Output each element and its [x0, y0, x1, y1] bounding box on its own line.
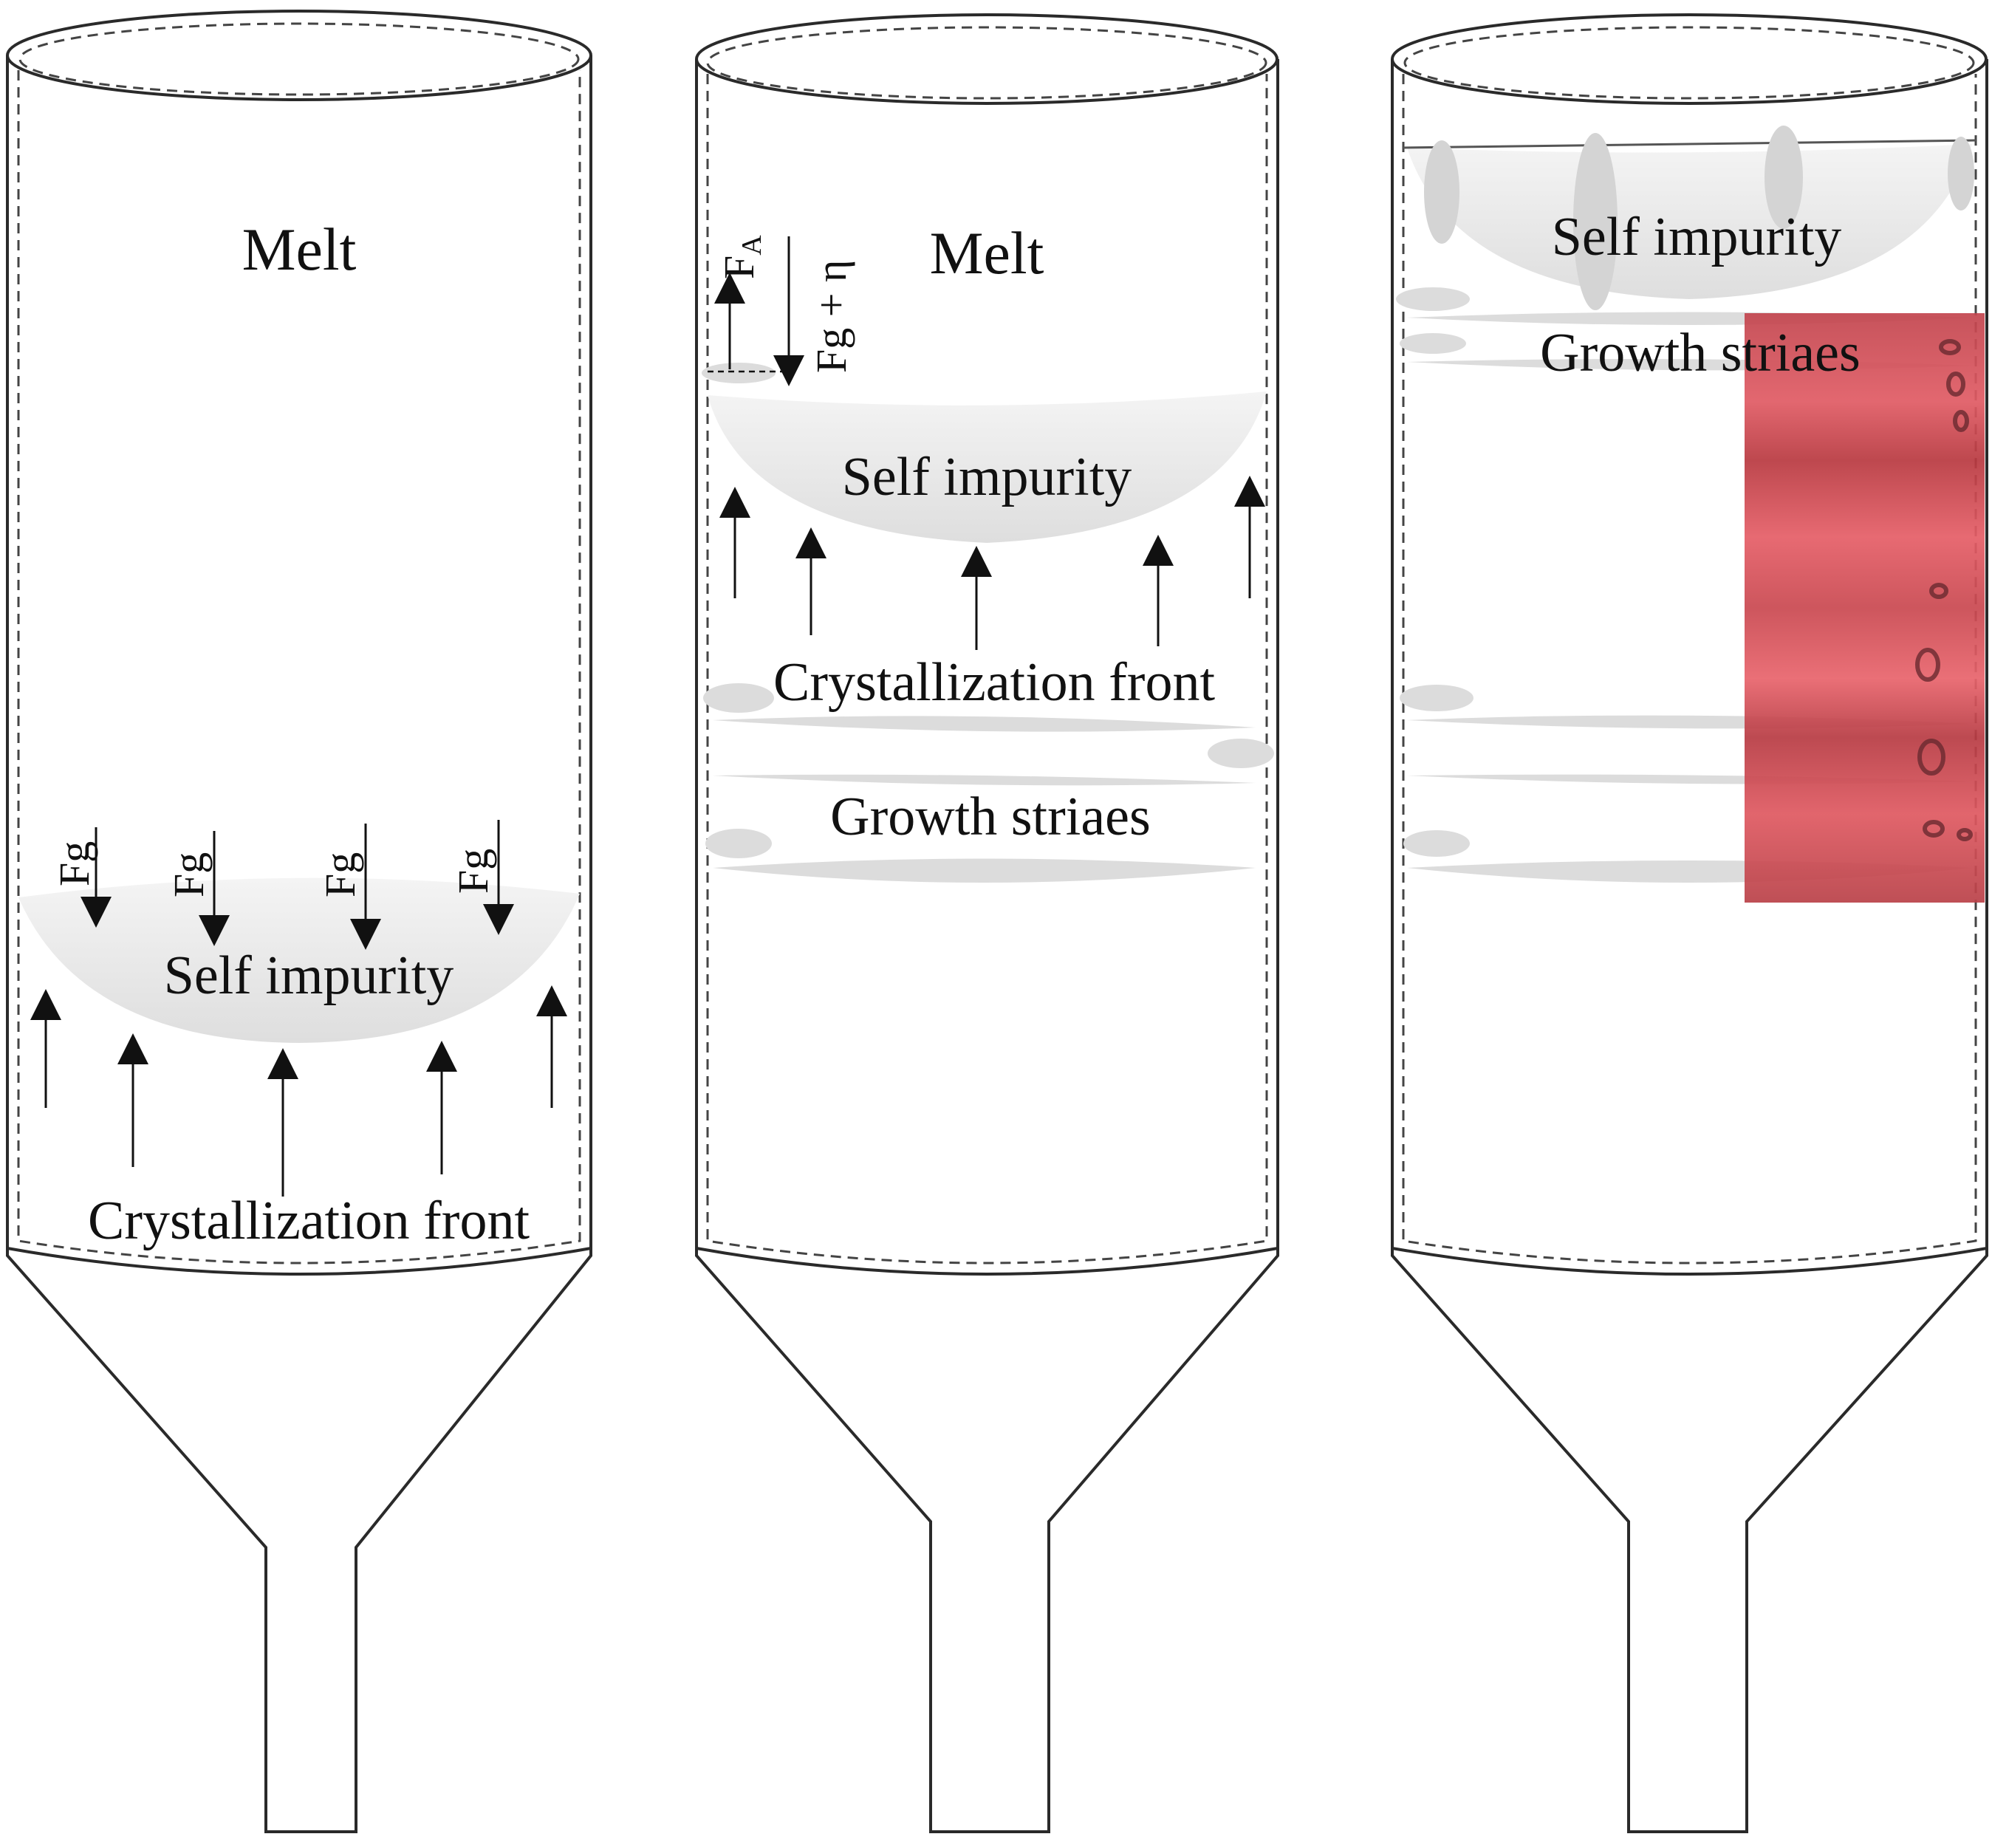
gravity-arrows: [81, 820, 514, 950]
striae-2: [702, 363, 1274, 883]
crucible-2: [695, 13, 1279, 1833]
growth-arrows-1: [30, 985, 567, 1197]
buoyancy-subscript: A: [736, 235, 767, 256]
down-force-label: Fg + η: [807, 260, 855, 373]
self-impurity-region-2: [708, 391, 1267, 543]
crucible-1-dashed-lining: [17, 22, 581, 1264]
buoyancy-label: FA: [715, 235, 767, 279]
self-impurity-region-3: [1407, 144, 1972, 299]
panel-1: Fg Fg Fg Fg Melt Self impurity Crystalli…: [6, 10, 592, 1833]
growth-striae-label: Growth striaes: [1540, 323, 1861, 383]
growth-arrows-2: [719, 476, 1265, 650]
micrograph-inset: [1745, 313, 1985, 903]
force-arrows: [714, 236, 804, 386]
gravity-labels: Fg Fg Fg Fg: [50, 841, 497, 897]
growth-striae-label: Growth striaes: [830, 787, 1151, 847]
crucible-3: [1391, 13, 1988, 1833]
melt-surface-line: [1403, 139, 1976, 149]
self-impurity-label: Self impurity: [1552, 207, 1842, 267]
crucible-3-dashed-lining: [1402, 26, 1977, 1264]
crystallization-front-label: Crystallization front: [773, 652, 1215, 713]
gravity-label: Fg: [165, 852, 213, 897]
crucible-1: [6, 10, 592, 1833]
melt-label: Melt: [930, 219, 1044, 287]
panel-2: FA Fg + η Melt Self impurity Crystalliza…: [695, 13, 1279, 1833]
melt-label: Melt: [242, 216, 357, 283]
gravity-label: Fg: [316, 852, 364, 897]
gravity-label: Fg: [449, 849, 497, 894]
self-impurity-label: Self impurity: [164, 945, 454, 1006]
panel-3: Self impurity Growth striaes: [1391, 13, 1988, 1833]
impurity-droplets: [1424, 126, 1974, 310]
gravity-label: Fg: [50, 841, 98, 886]
crucible-2-dashed-lining: [706, 26, 1268, 1264]
self-impurity-region-1: [18, 877, 580, 1043]
crystallization-front-label: Crystallization front: [88, 1191, 530, 1251]
self-impurity-label: Self impurity: [842, 447, 1132, 507]
